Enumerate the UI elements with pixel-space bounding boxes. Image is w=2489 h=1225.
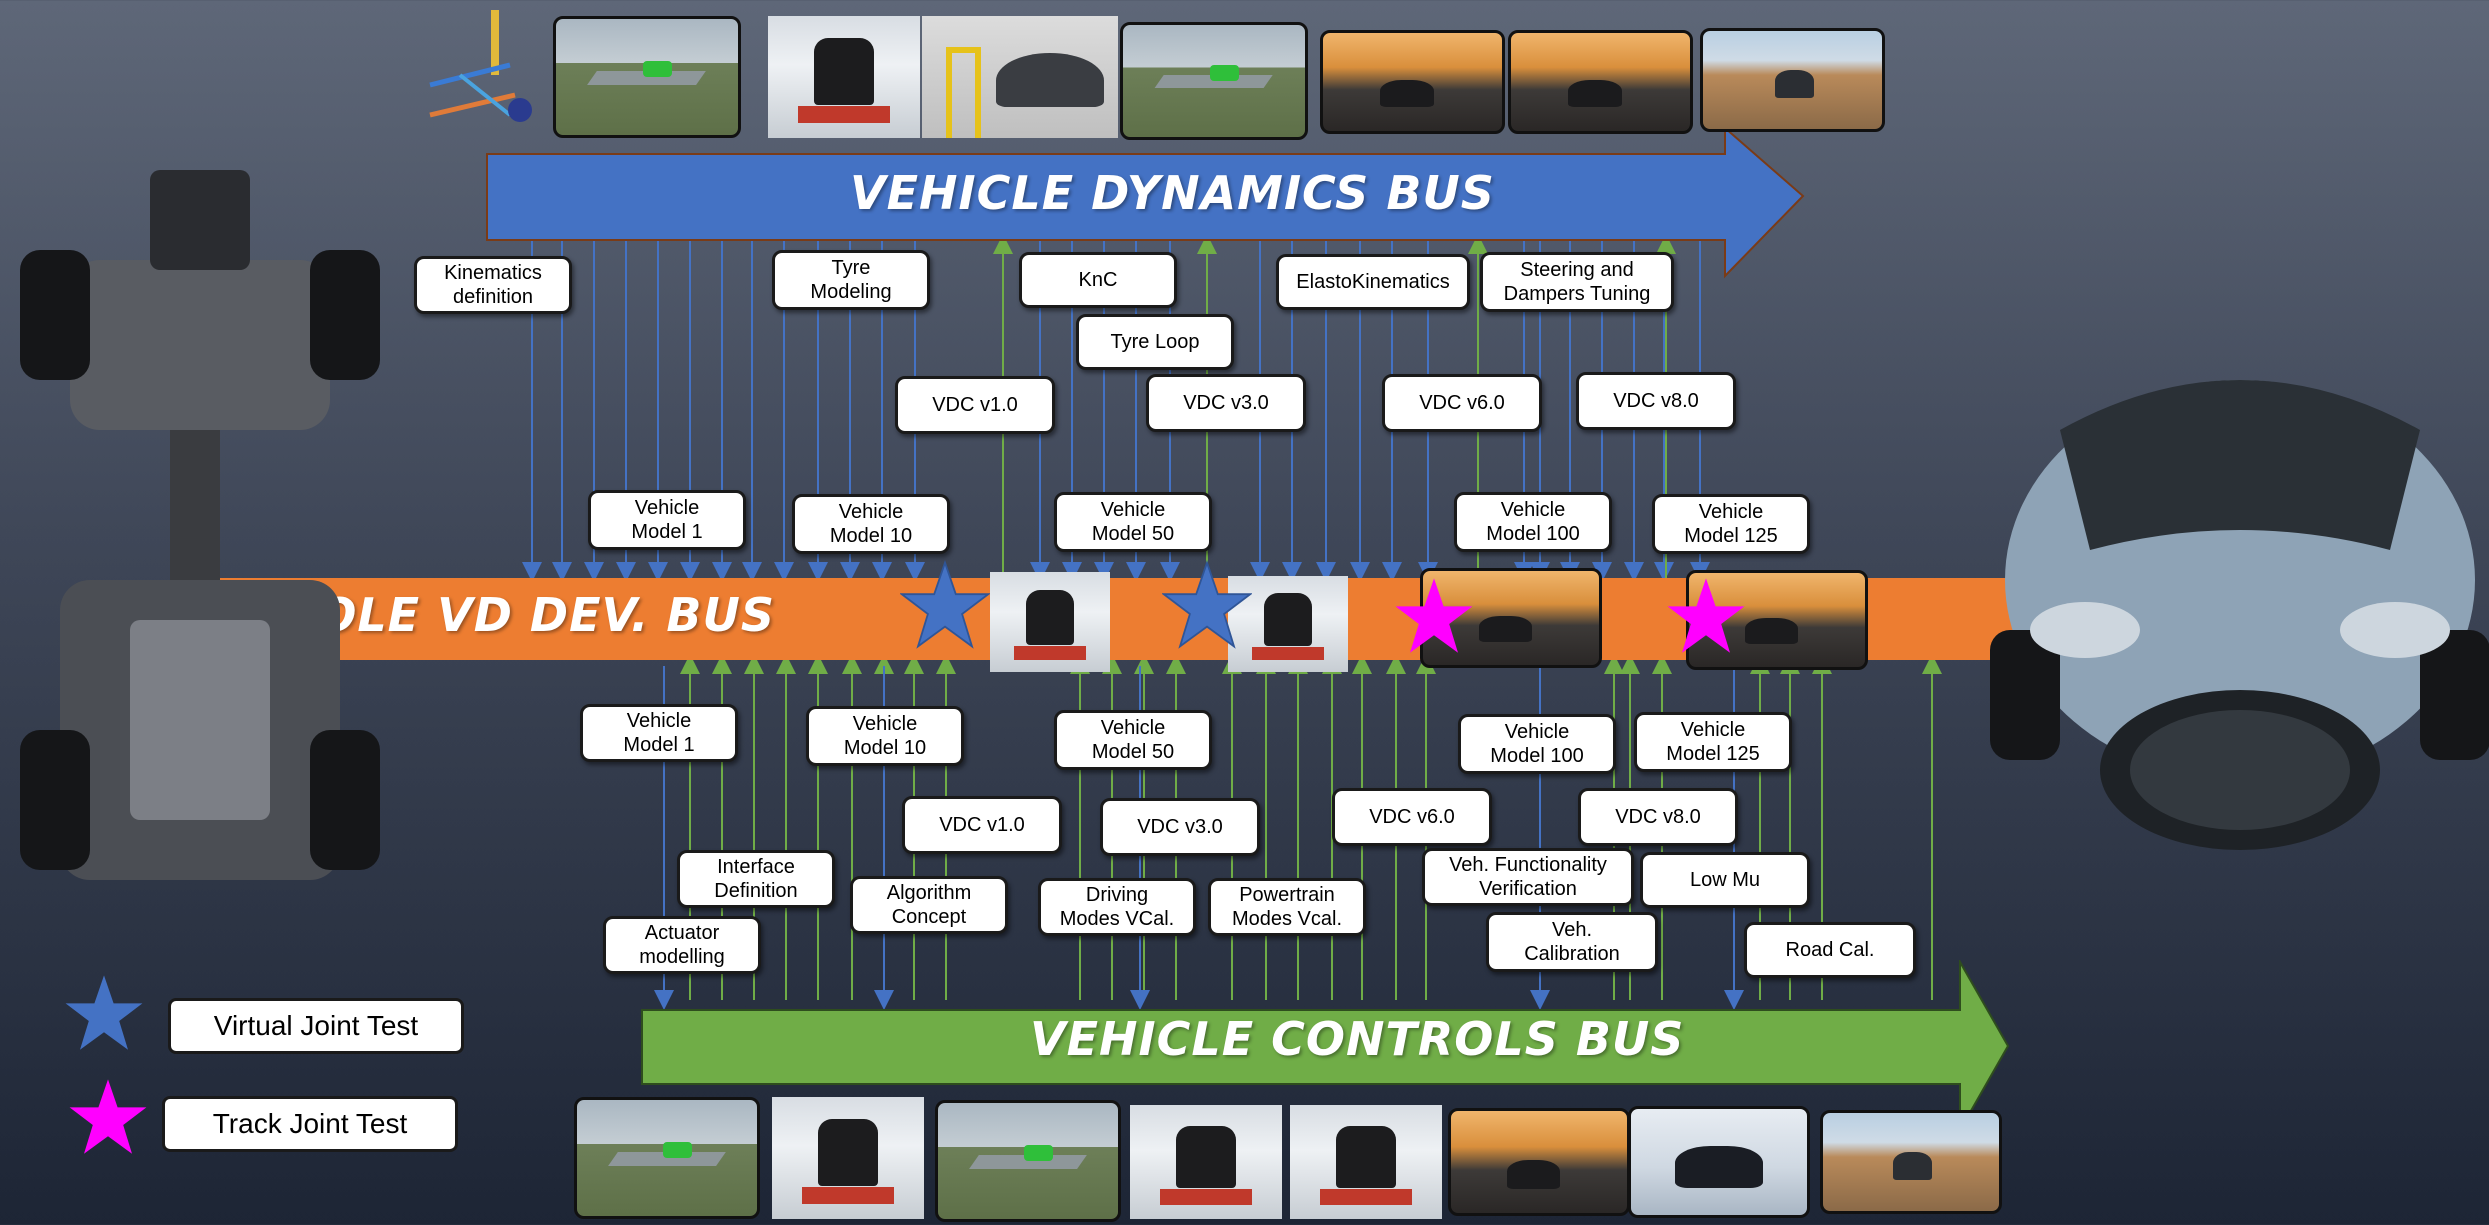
box-vehicle-model-1-bottom: Vehicle Model 1: [580, 704, 738, 762]
bus-thumb-simulator-1: [990, 572, 1110, 672]
legend-virtual-joint-test-icon: [65, 975, 143, 1050]
box-tyre-modeling: Tyre Modeling: [772, 250, 930, 310]
box-vehicle-model-10-bottom: Vehicle Model 10: [806, 706, 964, 766]
bottom-thumb-road: [1820, 1110, 2002, 1214]
box-vehicle-model-50-bottom: Vehicle Model 50: [1054, 710, 1212, 770]
track-joint-test-star-1: [1395, 578, 1473, 653]
vehicle-dynamics-bus-arrow: [486, 126, 1805, 279]
star-shape: [1395, 578, 1473, 653]
box-elastokinematics: ElastoKinematics: [1276, 254, 1470, 310]
box-vdc-v1-top: VDC v1.0: [895, 376, 1055, 434]
box-vdc-v1-bottom: VDC v1.0: [902, 796, 1062, 854]
box-vdc-v8-top: VDC v8.0: [1576, 372, 1736, 430]
box-vdc-v3-bottom: VDC v3.0: [1100, 798, 1260, 856]
chassis-image: [20, 170, 380, 880]
star-shape: [65, 975, 143, 1050]
legend-track-joint-test-icon: [69, 1079, 147, 1154]
bottom-thumb-driving-simulator-2: [1130, 1105, 1282, 1219]
top-thumb-driving-simulator: [768, 16, 920, 138]
vehicle-controls-bus-arrow: [641, 960, 2010, 1134]
box-low-mu: Low Mu: [1640, 852, 1810, 908]
box-vehicle-model-100-bottom: Vehicle Model 100: [1458, 714, 1616, 774]
box-vehicle-model-125-top: Vehicle Model 125: [1652, 494, 1810, 554]
track-joint-test-star-2: [1667, 578, 1745, 653]
top-thumb-road: [1700, 28, 1885, 132]
suspension-kinematics-image: [429, 10, 532, 122]
bus-thumb-simulator-2: [1228, 576, 1348, 672]
box-powertrain-modes-vcal: Powertrain Modes Vcal.: [1208, 878, 1366, 936]
box-algorithm-concept: Algorithm Concept: [850, 876, 1008, 934]
top-thumb-track-1: [1320, 30, 1505, 134]
virtual-joint-test-star-2: [1162, 560, 1252, 649]
top-thumb-sim-2: [1120, 22, 1308, 140]
legend-virtual-joint-test-label: Virtual Joint Test: [168, 998, 464, 1054]
box-vehicle-model-50-top: Vehicle Model 50: [1054, 492, 1212, 552]
bottom-thumb-snow: [1628, 1106, 1810, 1218]
box-vdc-v6-top: VDC v6.0: [1382, 374, 1542, 432]
box-driving-modes-vcal: Driving Modes VCal.: [1038, 878, 1196, 936]
box-road-cal: Road Cal.: [1744, 922, 1916, 978]
vehicle-dynamics-bus-label: VEHICLE DYNAMICS BUS: [850, 166, 1495, 220]
box-kinematics-definition: Kinematics definition: [414, 256, 572, 314]
box-vehicle-model-10-top: Vehicle Model 10: [792, 494, 950, 554]
top-thumb-sim-1: [553, 16, 741, 138]
bottom-thumb-driving-simulator-1: [772, 1097, 924, 1219]
box-veh-functionality-verification: Veh. Functionality Verification: [1422, 848, 1634, 906]
box-vehicle-model-1-top: Vehicle Model 1: [588, 490, 746, 550]
box-steering-dampers-tuning: Steering and Dampers Tuning: [1480, 252, 1674, 312]
virtual-joint-test-star-1: [900, 560, 990, 649]
box-vehicle-model-125-bottom: Vehicle Model 125: [1634, 712, 1792, 772]
bottom-thumb-sim-2: [935, 1100, 1121, 1222]
box-tyre-loop: Tyre Loop: [1076, 314, 1234, 370]
box-vdc-v3-top: VDC v3.0: [1146, 374, 1306, 432]
car-front-image: [1990, 380, 2489, 850]
box-vehicle-model-100-top: Vehicle Model 100: [1454, 492, 1612, 552]
top-thumb-test-rig: [922, 16, 1118, 138]
box-interface-definition: Interface Definition: [677, 850, 835, 908]
star-shape: [69, 1079, 147, 1154]
star-shape: [900, 560, 990, 649]
bottom-thumb-driving-simulator-3: [1290, 1105, 1442, 1219]
box-vdc-v8-bottom: VDC v8.0: [1578, 788, 1738, 846]
box-actuator-modelling: Actuator modelling: [603, 916, 761, 974]
legend-track-joint-test-label: Track Joint Test: [162, 1096, 458, 1152]
star-shape: [1162, 560, 1252, 649]
box-vdc-v6-bottom: VDC v6.0: [1332, 788, 1492, 846]
vehicle-controls-bus-label: VEHICLE CONTROLS BUS: [1030, 1012, 1685, 1066]
box-knc: KnC: [1019, 252, 1177, 308]
bottom-thumb-track: [1448, 1108, 1630, 1216]
star-shape: [1667, 578, 1745, 653]
bottom-thumb-sim-1: [574, 1097, 760, 1219]
top-thumb-track-2: [1508, 30, 1693, 134]
box-veh-calibration: Veh. Calibration: [1486, 912, 1658, 972]
